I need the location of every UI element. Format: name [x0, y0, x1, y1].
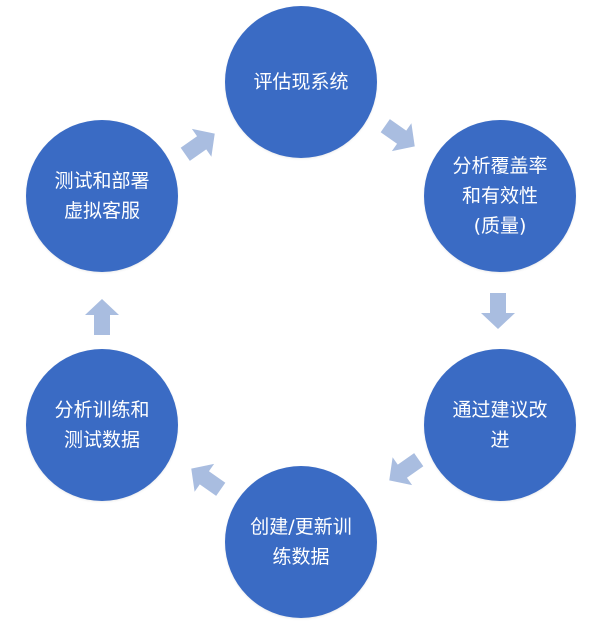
arrow-analyze-to-deploy	[82, 297, 122, 337]
block-arrow-icon	[389, 453, 424, 486]
node-analyze-data: 分析训练和 测试数据	[26, 349, 178, 501]
arrow-evaluate-to-coverage	[372, 108, 428, 164]
node-update-training-data: 创建/更新训 练数据	[225, 466, 377, 618]
arrow-improve-to-training	[376, 442, 432, 498]
node-analyze-label: 分析训练和 测试数据	[54, 399, 150, 451]
node-deploy: 测试和部署 虚拟客服	[26, 120, 178, 272]
node-evaluate-label: 评估现系统	[253, 71, 349, 93]
node-improve-label: 通过建议改 进	[452, 399, 548, 451]
node-improve: 通过建议改 进	[424, 349, 576, 501]
block-arrow-icon	[180, 128, 215, 161]
node-coverage-label: 分析覆盖率 和有效性 (质量)	[452, 155, 548, 237]
block-arrow-icon	[191, 463, 226, 496]
block-arrow-icon	[481, 293, 515, 329]
arrow-training-to-analyze	[178, 451, 234, 507]
node-deploy-label: 测试和部署 虚拟客服	[54, 170, 150, 222]
arrow-coverage-to-improve	[478, 291, 518, 331]
block-arrow-icon	[85, 299, 119, 335]
node-analyze-coverage: 分析覆盖率 和有效性 (质量)	[424, 120, 576, 272]
block-arrow-icon	[380, 119, 415, 152]
node-evaluate-system: 评估现系统	[225, 6, 377, 158]
node-training-label: 创建/更新训 练数据	[250, 516, 352, 568]
arrow-deploy-to-evaluate	[172, 116, 228, 172]
